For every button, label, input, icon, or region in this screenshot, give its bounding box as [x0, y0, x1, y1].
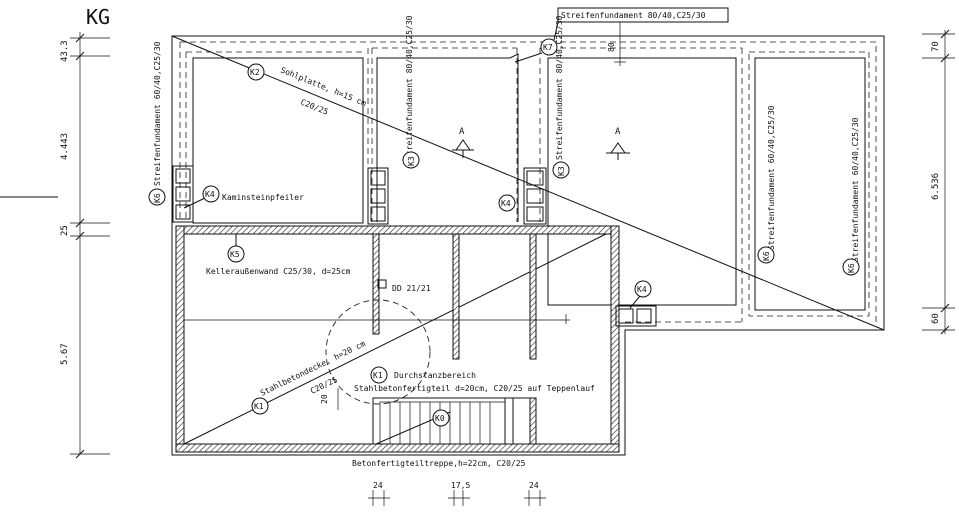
leader-k4a	[183, 197, 206, 209]
marker-k3a: K3	[407, 156, 416, 166]
dimension-left-3: 5.67	[60, 343, 70, 365]
marker-k5: K5	[230, 250, 240, 259]
room-upper-left	[192, 57, 364, 224]
dimension-bottom-2: 24	[529, 481, 539, 490]
section-label-a2: A	[615, 127, 621, 137]
marker-k6a-circle	[148, 188, 166, 206]
label-sohlplatte-concrete: C20/25	[299, 98, 329, 117]
dimension-chain-left	[70, 32, 110, 459]
marker-k4b-circle	[498, 194, 516, 212]
room-far-right	[754, 57, 866, 311]
label-streifen-top: Streifenfundament 80/40,C25/30	[561, 11, 706, 20]
label-fertigteil: Stahlbetonfertigteil d=20cm, C20/25 auf …	[354, 384, 595, 393]
section-label-a1: A	[459, 127, 465, 137]
marker-k0: K0	[435, 414, 445, 423]
section-marker-a2	[606, 142, 630, 160]
marker-k4a: K4	[205, 190, 215, 199]
marker-k2: K2	[250, 68, 260, 77]
marker-k6a: K6	[153, 193, 162, 203]
diagonal-sohlplatte	[171, 35, 885, 331]
dimension-left-0: 43.3	[60, 40, 70, 62]
label-treppe: Betonfertigteiltreppe,h=22cm, C20/25	[352, 459, 526, 468]
staircase	[372, 397, 536, 445]
label-sohlplatte: Sohlplatte, h=15 cm	[279, 66, 367, 109]
label-streifen-mid2: Streifenfundament 80/40,C25/30	[555, 15, 564, 160]
label-streifen-right-b: Streifenfundament 60/40,C25/30	[851, 117, 860, 262]
dimension-chain-right	[922, 29, 955, 335]
marker-k1b: K1	[373, 371, 383, 380]
punching-shear-zone	[325, 299, 431, 405]
plan-title: KG	[86, 5, 110, 29]
marker-k6b-circle	[757, 246, 775, 264]
chimney-column-right	[523, 167, 547, 225]
leader-k4c	[629, 295, 641, 309]
label-streifen-mid1: Streifenfundament 80/40,C25/30	[405, 15, 414, 160]
leader-k7	[514, 52, 543, 63]
foundation-dashed-outline	[179, 41, 877, 322]
chimney-column-bottom	[615, 305, 657, 327]
marker-k1: K1	[254, 402, 264, 411]
dimension-80: 80	[607, 42, 616, 52]
marker-k4c-circle	[634, 280, 652, 298]
marker-k1b-circle	[370, 366, 388, 384]
marker-k3a-circle	[402, 151, 420, 169]
cellar-walls	[175, 225, 620, 453]
dimension-left-1: 4.443	[60, 133, 70, 160]
dimension-bottom-0: 24	[373, 481, 383, 490]
chimney-column-mid	[367, 167, 389, 225]
section-marker-a1	[452, 139, 474, 158]
label-kaminsteinpfeiler: Kaminsteinpfeiler	[222, 193, 304, 202]
label-c20-25: C20/25	[309, 375, 339, 396]
marker-k7: K7	[543, 43, 553, 52]
room-upper-mid	[376, 53, 519, 222]
marker-k4a-circle	[202, 185, 220, 203]
marker-k0-circle	[432, 409, 450, 427]
marker-k6c-circle	[842, 258, 860, 276]
dimension-bottom-1: 17,5	[451, 481, 470, 490]
label-streifen-right-a: Streifenfundament 60/40,C25/30	[767, 105, 776, 250]
label-durchstanz: Durchstanzbereich	[394, 371, 476, 380]
marker-k1-circle	[251, 397, 269, 415]
label-kellerwand: Kelleraußenwand C25/30, d=25cm	[206, 267, 351, 276]
dimension-right-2: 60	[931, 313, 941, 324]
foundation-dashed-right-room	[748, 51, 870, 317]
chimney-column-left	[172, 165, 194, 223]
label-dd: DD 21/21	[392, 284, 431, 293]
dimension-left-2: 25	[60, 225, 70, 236]
dimension-chain-bottom	[368, 490, 546, 506]
dimension-20: 20	[320, 394, 329, 404]
dimension-right-0: 70	[931, 41, 941, 52]
label-box-streifen-top	[557, 7, 729, 23]
diagonal-decke	[181, 230, 613, 446]
marker-k2-circle	[247, 63, 265, 81]
marker-k4b: K4	[501, 199, 511, 208]
marker-k6c: K6	[847, 263, 856, 273]
marker-k6b: K6	[762, 251, 771, 261]
dd-opening	[377, 279, 387, 289]
dimension-right-1: 6.536	[931, 173, 941, 200]
leader-streifen-top	[553, 21, 559, 41]
label-streifen-left: Streifenfundament 60/40,C25/30	[153, 41, 162, 186]
marker-k4c: K4	[637, 285, 647, 294]
foundation-dashed-left-room	[185, 51, 364, 218]
marker-k3b: K3	[557, 166, 566, 176]
room-upper-right	[547, 57, 737, 306]
marker-k7-circle	[540, 38, 558, 56]
foundation-outline	[171, 35, 885, 456]
marker-k3b-circle	[552, 161, 570, 179]
